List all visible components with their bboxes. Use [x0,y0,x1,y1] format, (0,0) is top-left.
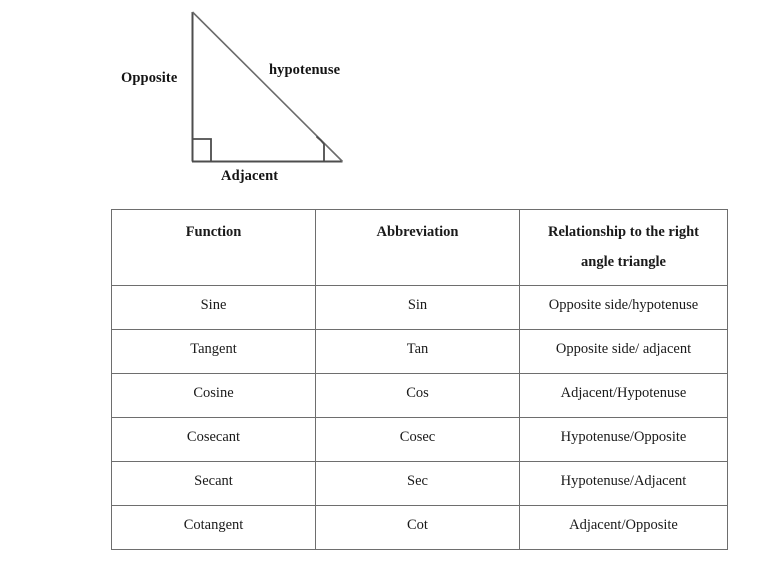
cell-function: Sine [111,285,316,330]
column-header-relationship-line2: angle triangle [581,254,666,270]
table-row: Sine Sin Opposite side/hypotenuse [111,285,728,330]
table-row: Cosecant Cosec Hypotenuse/Opposite [111,417,728,462]
cell-function: Secant [111,461,316,506]
trig-functions-table-container: Function Abbreviation Relationship to th… [111,209,728,550]
cell-relationship: Adjacent/Hypotenuse [519,373,728,418]
table-header: Function Abbreviation Relationship to th… [111,209,728,286]
cell-function: Tangent [111,329,316,374]
angle-arc-icon [316,136,325,162]
column-header-function: Function [111,209,316,286]
column-header-relationship-line1: Relationship to the right [547,224,700,240]
cell-relationship-label: Hypotenuse/Adjacent [560,473,687,489]
column-header-abbreviation-label: Abbreviation [376,224,459,240]
cell-abbreviation: Tan [315,329,520,374]
cell-relationship-label: Adjacent/Opposite [569,517,678,533]
cell-abbreviation: Cot [315,505,520,550]
cell-function-label: Cosecant [186,429,241,445]
cell-relationship: Opposite side/hypotenuse [519,285,728,330]
triangle-graphic [191,11,344,163]
cell-abbreviation-label: Cot [407,517,428,533]
cell-abbreviation-label: Cos [406,385,429,401]
cell-abbreviation: Sin [315,285,520,330]
cell-relationship: Adjacent/Opposite [519,505,728,550]
table-row: Tangent Tan Opposite side/ adjacent [111,329,728,374]
cell-relationship-label: Adjacent/Hypotenuse [560,385,687,401]
cell-function-label: Sine [200,297,227,313]
label-adjacent: Adjacent [221,168,279,184]
label-hypotenuse: hypotenuse [269,62,341,78]
cell-abbreviation-label: Sec [407,473,428,489]
cell-function: Cosine [111,373,316,418]
cell-relationship: Hypotenuse/Opposite [519,417,728,462]
table-header-row: Function Abbreviation Relationship to th… [111,209,728,286]
cell-abbreviation: Cosec [315,417,520,462]
cell-relationship: Opposite side/ adjacent [519,329,728,374]
cell-relationship: Hypotenuse/Adjacent [519,461,728,506]
right-triangle-diagram: Opposite hypotenuse Adjacent [0,0,768,200]
cell-relationship-label: Opposite side/ adjacent [555,341,692,357]
trig-functions-table: Function Abbreviation Relationship to th… [111,209,728,550]
cell-abbreviation-label: Cosec [399,429,436,445]
table-row: Cosine Cos Adjacent/Hypotenuse [111,373,728,418]
cell-abbreviation-label: Sin [407,297,428,313]
cell-function: Cotangent [111,505,316,550]
table-row: Cotangent Cot Adjacent/Opposite [111,505,728,550]
cell-relationship-label: Opposite side/hypotenuse [548,297,699,313]
cell-function-label: Tangent [190,341,237,357]
cell-abbreviation: Cos [315,373,520,418]
column-header-abbreviation: Abbreviation [315,209,520,286]
table-row: Secant Sec Hypotenuse/Adjacent [111,461,728,506]
cell-abbreviation: Sec [315,461,520,506]
cell-function: Cosecant [111,417,316,462]
cell-abbreviation-label: Tan [406,341,429,357]
label-opposite: Opposite [121,70,178,86]
cell-function-label: Cosine [193,385,234,401]
cell-function-label: Cotangent [183,517,244,533]
cell-function-label: Secant [194,473,233,489]
cell-relationship-label: Hypotenuse/Opposite [560,429,687,445]
column-header-relationship: Relationship to the right angle triangle [519,209,728,286]
column-header-function-label: Function [185,224,242,240]
right-angle-square-icon [193,138,212,161]
